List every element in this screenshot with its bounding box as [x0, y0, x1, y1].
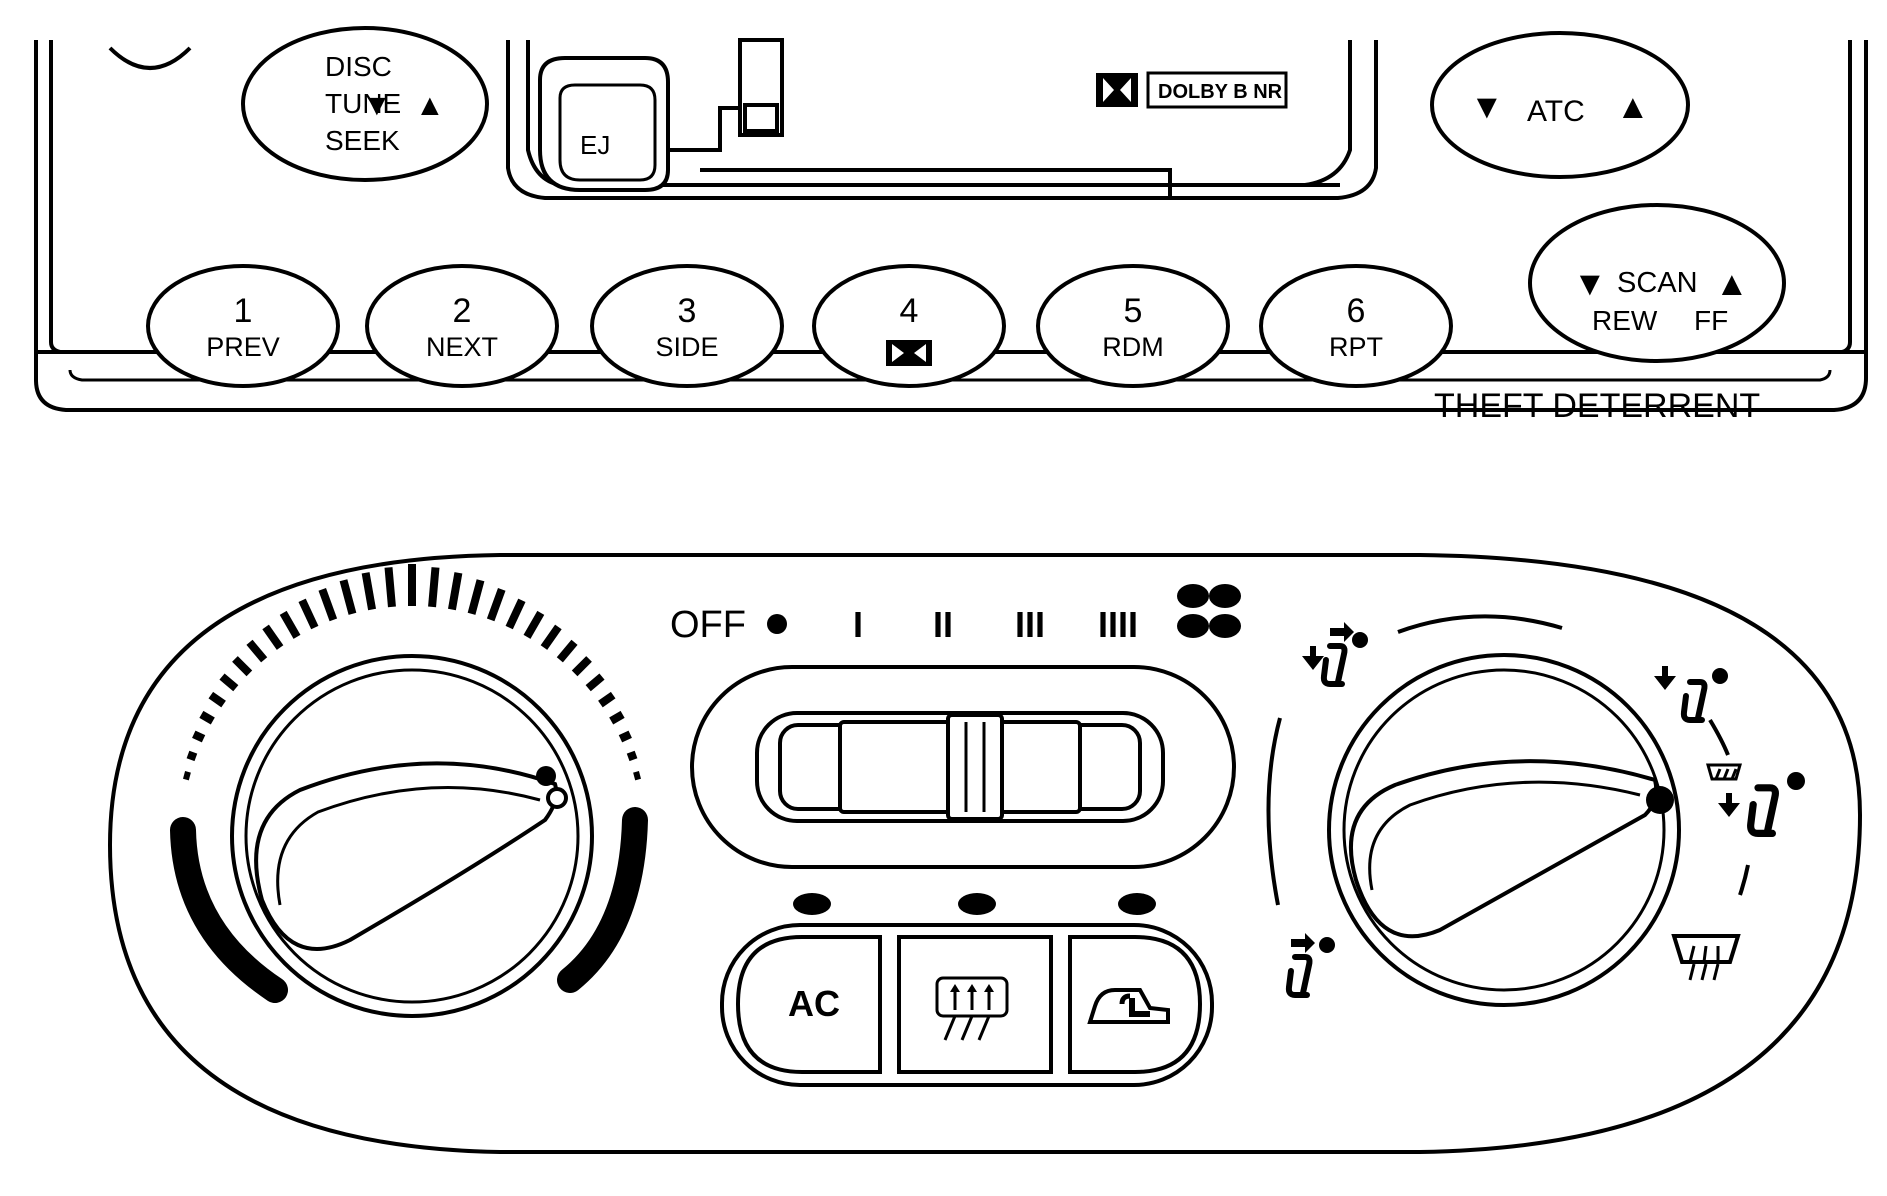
- preset-button-2[interactable]: 2 NEXT: [365, 264, 559, 388]
- temperature-tick: [199, 710, 215, 725]
- recirculation-indicator: [1118, 893, 1156, 915]
- theft-deterrent-label: THEFT DETERRENT: [1434, 387, 1760, 425]
- temperature-tick: [571, 656, 592, 677]
- fan-speed-1-label: I: [853, 604, 863, 645]
- recirculation-button[interactable]: [1068, 935, 1203, 1074]
- temperature-tick: [633, 771, 641, 781]
- disc-tune-seek-button[interactable]: DISC TUNE SEEK ▼ ▲: [241, 26, 489, 182]
- preset-label: PREV: [206, 332, 280, 362]
- cassette-door: [506, 38, 1378, 200]
- preset-number: 6: [1347, 292, 1366, 330]
- dolby-icon: [886, 340, 932, 366]
- tune-up-arrow-icon[interactable]: ▲: [415, 89, 445, 122]
- preset-button-5[interactable]: 5 RDM: [1036, 264, 1230, 388]
- fan-speed-scale: OFF I II III IIII: [670, 584, 1241, 646]
- temperature-tick: [318, 588, 338, 622]
- preset-label: SIDE: [655, 332, 718, 362]
- temperature-tick: [486, 588, 506, 622]
- dolby-badge: DOLBY B NR: [1096, 71, 1288, 109]
- temperature-tick: [428, 567, 440, 608]
- ff-label: FF: [1694, 305, 1728, 336]
- mode-scale: [1266, 614, 1750, 906]
- bi-level-mode-icon: [1302, 622, 1368, 684]
- temperature-tick: [298, 598, 319, 630]
- floor-mode-icon: [1654, 666, 1728, 720]
- climate-control-panel: [107, 553, 1863, 1154]
- temperature-tick: [585, 673, 605, 692]
- temperature-tick: [626, 750, 638, 762]
- mode-knob[interactable]: [1327, 653, 1681, 1007]
- scan-up-arrow-icon[interactable]: ▲: [1715, 265, 1749, 303]
- scan-down-arrow-icon[interactable]: ▼: [1573, 265, 1607, 303]
- fan-icon: [1177, 584, 1241, 638]
- temperature-tick: [523, 610, 545, 639]
- rear-defrost-button[interactable]: [897, 935, 1053, 1074]
- scan-label: SCAN: [1617, 267, 1698, 299]
- temperature-tick: [447, 572, 463, 611]
- temperature-tick: [246, 639, 268, 663]
- temperature-tick: [279, 610, 301, 639]
- temperature-tick: [192, 730, 206, 743]
- recirculation-icon: [1087, 988, 1170, 1024]
- knob-edge: [108, 46, 192, 70]
- vent-mode-icon: [1289, 933, 1335, 995]
- ac-indicator: [793, 893, 831, 915]
- temperature-tick: [262, 624, 284, 650]
- rear-defrost-indicator: [958, 893, 996, 915]
- preset-number: 2: [453, 292, 472, 330]
- fan-speed-slider[interactable]: [690, 665, 1236, 869]
- temperature-tick: [505, 598, 526, 630]
- preset-label: RDM: [1102, 332, 1164, 362]
- seek-label: SEEK: [325, 125, 400, 156]
- temperature-tick: [339, 579, 357, 615]
- preset-number: 4: [900, 292, 919, 330]
- atc-down-arrow-icon[interactable]: ▼: [1470, 88, 1504, 126]
- tune-down-arrow-icon[interactable]: ▼: [362, 89, 392, 122]
- ac-label: AC: [788, 983, 840, 1024]
- preset-button-1[interactable]: 1 PREV: [146, 264, 340, 388]
- fan-speed-2-label: II: [933, 604, 953, 645]
- temperature-tick: [232, 656, 253, 677]
- ac-button[interactable]: AC: [735, 935, 882, 1074]
- temperature-tick: [609, 710, 625, 725]
- temperature-knob[interactable]: [230, 654, 594, 1018]
- preset-number: 3: [678, 292, 697, 330]
- atc-label: ATC: [1527, 95, 1585, 128]
- temperature-tick: [361, 572, 377, 611]
- preset-button-6[interactable]: 6 RPT: [1259, 264, 1453, 388]
- preset-number: 5: [1124, 292, 1143, 330]
- eject-label: EJ: [580, 130, 610, 160]
- temperature-scale: [170, 564, 648, 1003]
- preset-label: RPT: [1329, 332, 1383, 362]
- preset-label: NEXT: [426, 332, 498, 362]
- fan-off-label: OFF: [670, 604, 746, 646]
- temperature-tick: [598, 691, 616, 708]
- temperature-tick: [540, 624, 562, 650]
- temperature-tick: [618, 730, 632, 743]
- temperature-tick: [208, 691, 226, 708]
- preset-button-3[interactable]: 3 SIDE: [590, 264, 784, 388]
- temperature-tick: [183, 771, 191, 781]
- rew-label: REW: [1592, 305, 1658, 336]
- dolby-badge-text: DOLBY B NR: [1158, 81, 1283, 103]
- preset-number: 1: [234, 292, 253, 330]
- defog-mode-icon: [1706, 763, 1805, 833]
- fan-speed-4-label: IIII: [1098, 604, 1138, 645]
- temperature-tick: [186, 750, 198, 762]
- rear-defrost-icon: [935, 976, 1009, 1041]
- atc-button[interactable]: ▼ ATC ▲: [1430, 31, 1690, 179]
- temperature-tick: [556, 639, 578, 663]
- preset-button-4[interactable]: 4: [812, 264, 1006, 388]
- atc-up-arrow-icon[interactable]: ▲: [1616, 88, 1650, 126]
- defrost-mode-icon: [1671, 934, 1741, 981]
- temperature-tick: [467, 579, 485, 615]
- scan-button[interactable]: ▼ SCAN ▲ REW FF: [1528, 203, 1786, 363]
- temperature-tick: [219, 673, 239, 692]
- tune-label: TUNE: [325, 88, 401, 119]
- disc-label: DISC: [325, 51, 392, 82]
- temperature-tick: [384, 567, 396, 608]
- eject-button[interactable]: EJ: [538, 56, 670, 192]
- fan-speed-3-label: III: [1015, 604, 1045, 645]
